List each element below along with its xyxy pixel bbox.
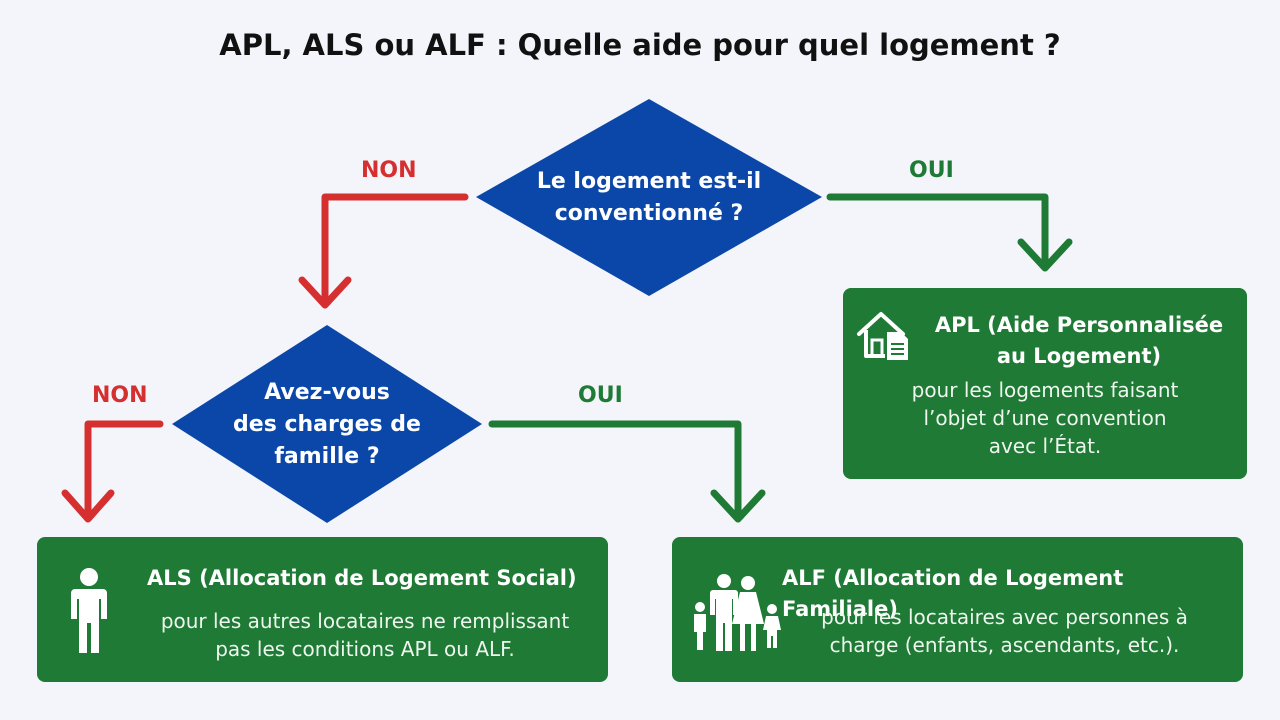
alf-desc-line2: charge (enfants, ascendants, etc.). <box>829 633 1180 657</box>
decision-diamond-charges-famille <box>172 325 482 523</box>
label-q1-oui: OUI <box>909 158 954 183</box>
house-document-icon <box>857 312 908 360</box>
result-box-alf: ALF (Allocation de Logement Familiale) p… <box>672 537 1243 682</box>
result-box-als: ALS (Allocation de Logement Social) pour… <box>37 537 608 682</box>
question-charges-famille: Avez-vous des charges de famille ? <box>212 376 442 474</box>
als-description: pour les autres locataires ne remplissan… <box>135 607 595 663</box>
alf-description: pour les locataires avec personnes à cha… <box>782 603 1227 659</box>
question-conventionne-line2: conventionné ? <box>554 201 744 226</box>
question-conventionne: Le logement est-il conventionné ? <box>520 160 778 236</box>
arrow-q1-oui <box>826 193 1073 272</box>
arrow-q1-non <box>298 193 469 309</box>
arrow-q2-oui <box>488 420 766 523</box>
question-conventionne-line1: Le logement est-il <box>536 169 762 194</box>
apl-title-line2: au Logement) <box>996 344 1162 368</box>
apl-title: APL (Aide Personnalisée au Logement) <box>919 310 1239 372</box>
question-charges-line3: famille ? <box>274 444 380 469</box>
family-icon <box>694 574 781 651</box>
decision-diamond-conventionne <box>476 99 822 296</box>
question-charges-line1: Avez-vous <box>264 380 390 405</box>
apl-title-line1: APL (Aide Personnalisée <box>934 313 1224 337</box>
apl-desc-line1: pour les logements faisant <box>911 378 1179 402</box>
alf-title: ALF (Allocation de Logement Familiale) <box>782 566 1124 621</box>
label-q1-non: NON <box>361 158 417 183</box>
als-desc-line2: pas les conditions APL ou ALF. <box>215 637 515 661</box>
page-title: APL, ALS ou ALF : Quelle aide pour quel … <box>219 28 1061 62</box>
result-box-apl: APL (Aide Personnalisée au Logement) pou… <box>843 288 1247 479</box>
label-q2-non: NON <box>92 383 148 408</box>
arrow-q2-non <box>61 420 164 523</box>
label-q2-oui: OUI <box>578 383 623 408</box>
person-icon <box>71 568 107 653</box>
apl-desc-line2: l’objet d’une convention <box>923 406 1167 430</box>
als-desc-line1: pour les autres locataires ne remplissan… <box>160 609 570 633</box>
question-charges-line2: des charges de <box>233 412 421 437</box>
apl-desc-line3: avec l’État. <box>988 434 1102 458</box>
apl-description: pour les logements faisant l’objet d’une… <box>853 376 1237 460</box>
als-title: ALS (Allocation de Logement Social) <box>147 566 577 590</box>
alf-desc-line1: pour les locataires avec personnes à <box>821 605 1188 629</box>
